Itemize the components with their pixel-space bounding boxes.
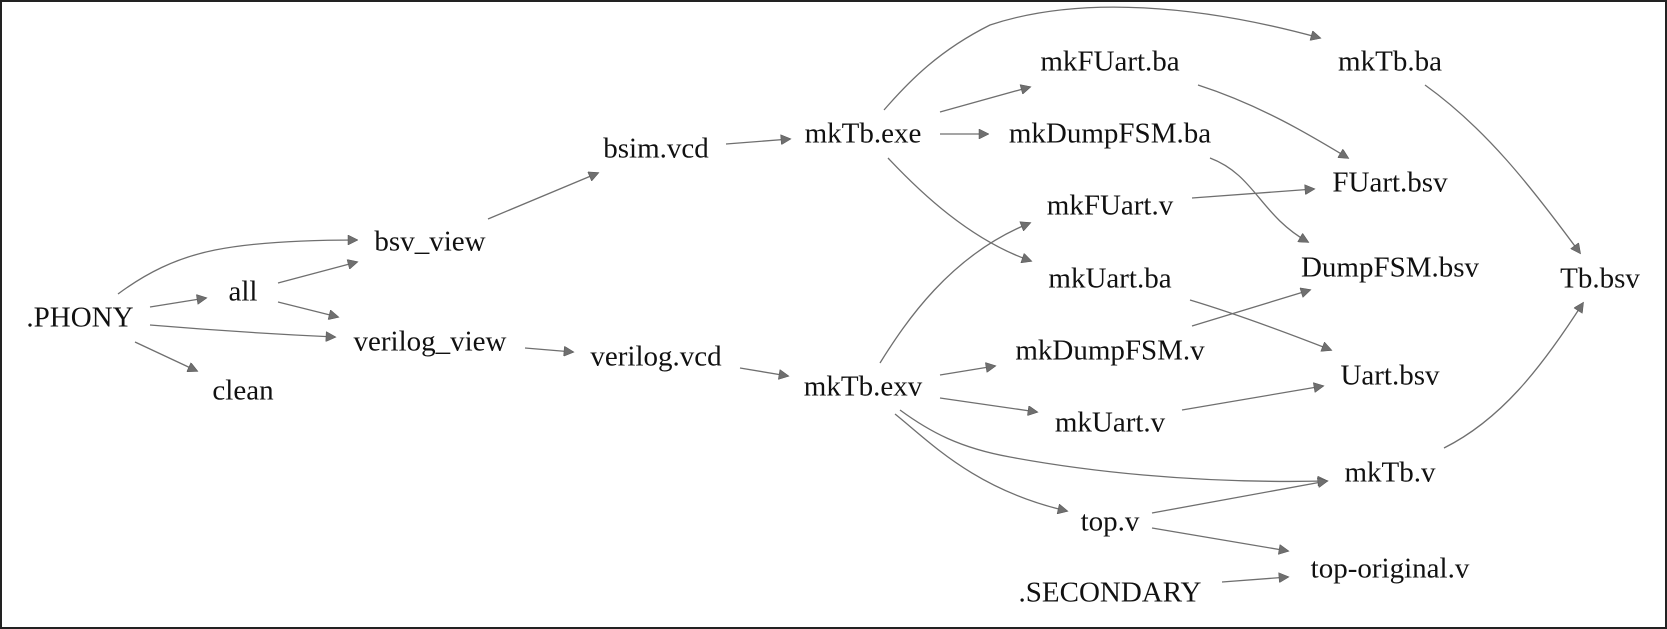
node-phony: .PHONY (26, 302, 133, 334)
node-verilog-vcd: verilog.vcd (590, 341, 722, 373)
edge-phony-all (149, 298, 206, 308)
edge-all-verilog-view (277, 301, 338, 317)
edge-mkfuart-ba-fuart-bsv (1197, 84, 1348, 158)
node-top-original-v: top-original.v (1311, 553, 1470, 585)
node-fuart-bsv: FUart.bsv (1332, 167, 1448, 199)
edge-verilog-view-verilog-vcd (524, 348, 573, 352)
edge-top-v-mktb-v (1151, 481, 1327, 514)
node-mktb-exv: mkTb.exv (804, 371, 923, 403)
node-mkfuart-v: mkFUart.v (1047, 190, 1174, 222)
node-uart-bsv: Uart.bsv (1340, 360, 1440, 392)
node-mkuart-v: mkUart.v (1055, 407, 1166, 439)
edge-secondary-top-original-v (1221, 577, 1288, 582)
edge-bsv-view-bsim-vcd (487, 173, 598, 220)
node-secondary: .SECONDARY (1019, 577, 1202, 609)
edge-mktb-exv-mkdumpfsm-v (939, 366, 995, 376)
edge-mktb-exe-mkuart-ba (887, 157, 1031, 261)
edge-top-v-top-original-v (1151, 527, 1288, 551)
edge-mkdumpfsm-ba-dumpfsm-bsv (1209, 157, 1308, 242)
edge-mktb-exe-mkfuart-ba (939, 87, 1030, 113)
edge-all-bsv-view (277, 262, 357, 284)
node-mktb-ba: mkTb.ba (1338, 46, 1442, 78)
edge-mkuart-ba-uart-bsv (1189, 299, 1331, 350)
node-bsim-vcd: bsim.vcd (603, 133, 709, 165)
edge-mkuart-v-uart-bsv (1181, 386, 1323, 411)
edge-mktb-exv-top-v (894, 413, 1067, 511)
edge-phony-clean (134, 341, 197, 371)
node-dumpfsm-bsv: DumpFSM.bsv (1301, 252, 1480, 284)
node-bsv-view: bsv_view (374, 226, 485, 258)
edge-layer (117, 6, 1583, 582)
node-mktb-v: mkTb.v (1344, 457, 1436, 489)
edge-mktb-exe-mktb-ba (883, 6, 1320, 111)
node-tb-bsv: Tb.bsv (1560, 263, 1640, 295)
edge-mktb-exv-mktb-v (899, 409, 1327, 481)
edge-mktb-ba-tb-bsv (1424, 84, 1580, 253)
node-mkdumpfsm-v: mkDumpFSM.v (1015, 335, 1205, 367)
node-mkuart-ba: mkUart.ba (1048, 263, 1171, 295)
edge-mkfuart-v-fuart-bsv (1191, 189, 1314, 199)
node-layer: .PHONY all clean bsv_view verilog_view b… (26, 46, 1640, 609)
node-verilog-view: verilog_view (353, 326, 506, 358)
edge-verilog-vcd-mktb-exv (739, 367, 788, 376)
edge-phony-bsv-view (117, 240, 357, 295)
node-clean: clean (212, 375, 274, 407)
edge-mkdumpfsm-v-dumpfsm-bsv (1191, 290, 1310, 327)
edge-phony-verilog-view (149, 324, 335, 337)
edge-mktb-exv-mkuart-v (939, 397, 1037, 412)
edge-bsim-vcd-mktb-exe (725, 139, 790, 144)
node-mkfuart-ba: mkFUart.ba (1040, 46, 1179, 78)
edge-mktb-v-tb-bsv (1443, 303, 1583, 449)
node-mkdumpfsm-ba: mkDumpFSM.ba (1009, 118, 1211, 150)
node-all: all (229, 276, 258, 308)
node-top-v: top.v (1081, 506, 1140, 538)
edge-mktb-exv-mkfuart-v (879, 223, 1030, 364)
node-mktb-exe: mkTb.exe (805, 118, 922, 150)
